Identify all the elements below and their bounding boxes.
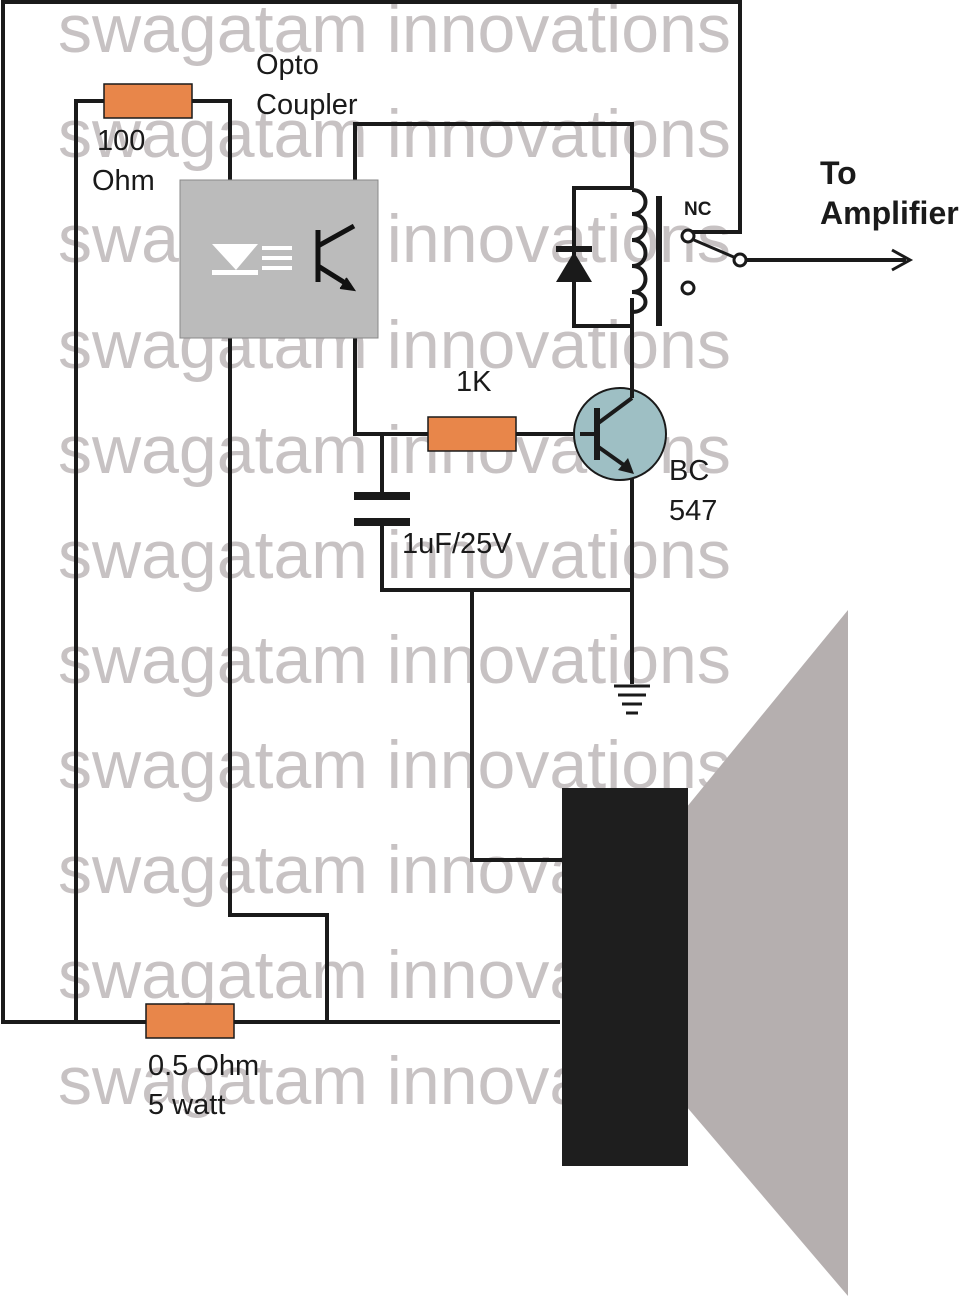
- arrow-icon: [891, 248, 914, 272]
- resistor-0-5ohm-label-line2: 5 watt: [148, 1089, 225, 1121]
- relay-nc-label: NC: [684, 199, 712, 220]
- relay-no-contact: [680, 280, 696, 296]
- watermark-layer: swagatam innovations swagatam innovation…: [58, 0, 731, 1119]
- optocoupler-label-line2: Coupler: [256, 89, 358, 121]
- wire-opto-emitter: [353, 338, 580, 436]
- ground-icon: [614, 684, 650, 715]
- relay: [631, 188, 748, 326]
- relay-common-contact: [732, 252, 748, 268]
- relay-nc-contact: [680, 228, 696, 244]
- wire-capacitor: [380, 434, 632, 592]
- optocoupler-label-line1: Opto: [256, 49, 319, 81]
- wire-outer-loop: [1, 0, 742, 1024]
- resistor-100ohm-label-line2: Ohm: [92, 165, 155, 197]
- wire-100ohm-branch: [74, 99, 232, 1022]
- speaker-magnet: [562, 788, 688, 1166]
- wire-opto-collector: [353, 122, 634, 188]
- relay-switch-arm: [693, 238, 737, 260]
- led-icon: [212, 244, 292, 275]
- resistor-0-5ohm-label-line1: 0.5 Ohm: [148, 1050, 259, 1082]
- resistor-1k-label: 1K: [456, 366, 492, 398]
- resistor-0-5ohm: [145, 1003, 235, 1039]
- watermark-text: swagatam innovations: [58, 517, 731, 593]
- to-amplifier-label-line1: To: [820, 155, 857, 191]
- relay-core: [656, 196, 662, 326]
- to-amplifier-label-line2: Amplifier: [820, 195, 959, 231]
- optocoupler: [179, 179, 379, 339]
- wire-speaker-negative: [470, 590, 562, 862]
- capacitor: [354, 492, 410, 526]
- speaker-cone: [686, 610, 848, 1296]
- diode-icon: [556, 246, 592, 282]
- resistor-100ohm: [103, 83, 193, 119]
- transistor-label-line1: BC: [669, 455, 709, 487]
- transistor-label-line2: 547: [669, 495, 717, 527]
- relay-coil: [631, 188, 648, 314]
- transistor-bc547: [573, 387, 667, 481]
- capacitor-label: 1uF/25V: [402, 528, 512, 560]
- wire-opto-led-return: [228, 338, 329, 1022]
- resistor-1k: [427, 416, 517, 452]
- watermark-text: swagatam innovations: [58, 201, 731, 277]
- watermark-text: swagatam innovations: [58, 307, 731, 383]
- wires: [1, 0, 914, 1024]
- phototransistor-icon: [315, 223, 357, 292]
- resistor-100ohm-label-line1: 100: [97, 125, 145, 157]
- watermark-text: swagatam innovations: [58, 0, 731, 67]
- speaker-icon: [562, 610, 848, 1296]
